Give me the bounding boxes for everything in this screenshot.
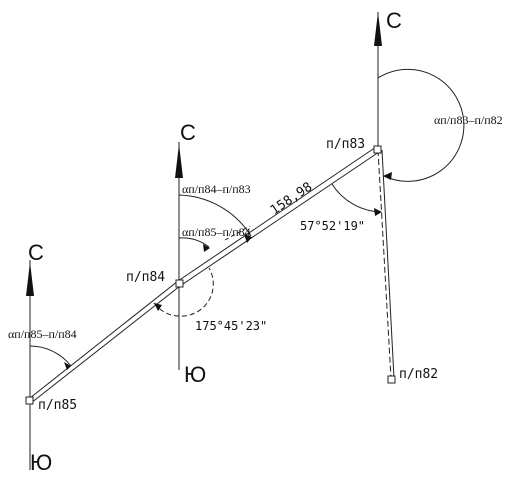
arc-arrow-angle-83 [374,208,382,216]
arc-azimuth-85-84 [29,345,72,367]
label-alpha-85-84-mid: αп/п85–п/п84 [182,225,251,239]
extension-85-84 [224,225,251,241]
point-marker-p83 [373,145,382,154]
arc-angle-at-84 [153,267,214,317]
label-alpha-83-82: αп/п83–п/п82 [434,113,503,127]
traverse-85-84-b [30,285,181,404]
arc-arrow-85-84-mid [203,244,210,252]
arc-azimuth-83-82 [377,68,465,182]
north-arrow-p83 [374,12,382,46]
north-label-p83: С [386,8,402,33]
arc-arrow-angle-84 [154,303,162,311]
point-label-p84: п/п84 [126,270,165,285]
north-arrow-p84 [175,144,183,178]
arc-arrow-84-83 [244,234,252,243]
arc-arrow-85-84 [64,362,71,370]
south-label-p85: Ю [30,450,52,475]
point-marker-p84 [175,279,184,288]
traverse-83-82-b [381,149,395,379]
arc-azimuth-85-84-mid [178,237,210,248]
label-alpha-85-84-left: αп/п85–п/п84 [8,327,77,341]
traverse-84-83-a [177,146,377,282]
point-label-p83: п/п83 [326,137,365,152]
traverse-84-83-b [179,151,380,287]
label-angle-at-84: 175°45'23" [195,319,267,333]
arc-angle-at-83 [331,183,382,213]
traverse-85-84-a [29,280,179,399]
point-marker-p82 [387,375,396,384]
label-distance-84-83: 158,98 [268,180,315,219]
arc-arrow-83-82 [383,172,392,180]
point-label-p85: п/п85 [38,398,77,413]
north-label-p85: С [28,240,44,265]
traverse-83-82-a [377,149,392,379]
label-angle-at-83: 57°52'19" [300,219,365,233]
point-marker-p85 [25,396,34,405]
label-alpha-84-83: αп/п84–п/п83 [182,182,251,196]
south-label-p84: Ю [184,362,206,387]
north-arrow-p85 [26,262,34,296]
point-label-p82: п/п82 [399,367,438,382]
north-label-p84: С [180,120,196,145]
